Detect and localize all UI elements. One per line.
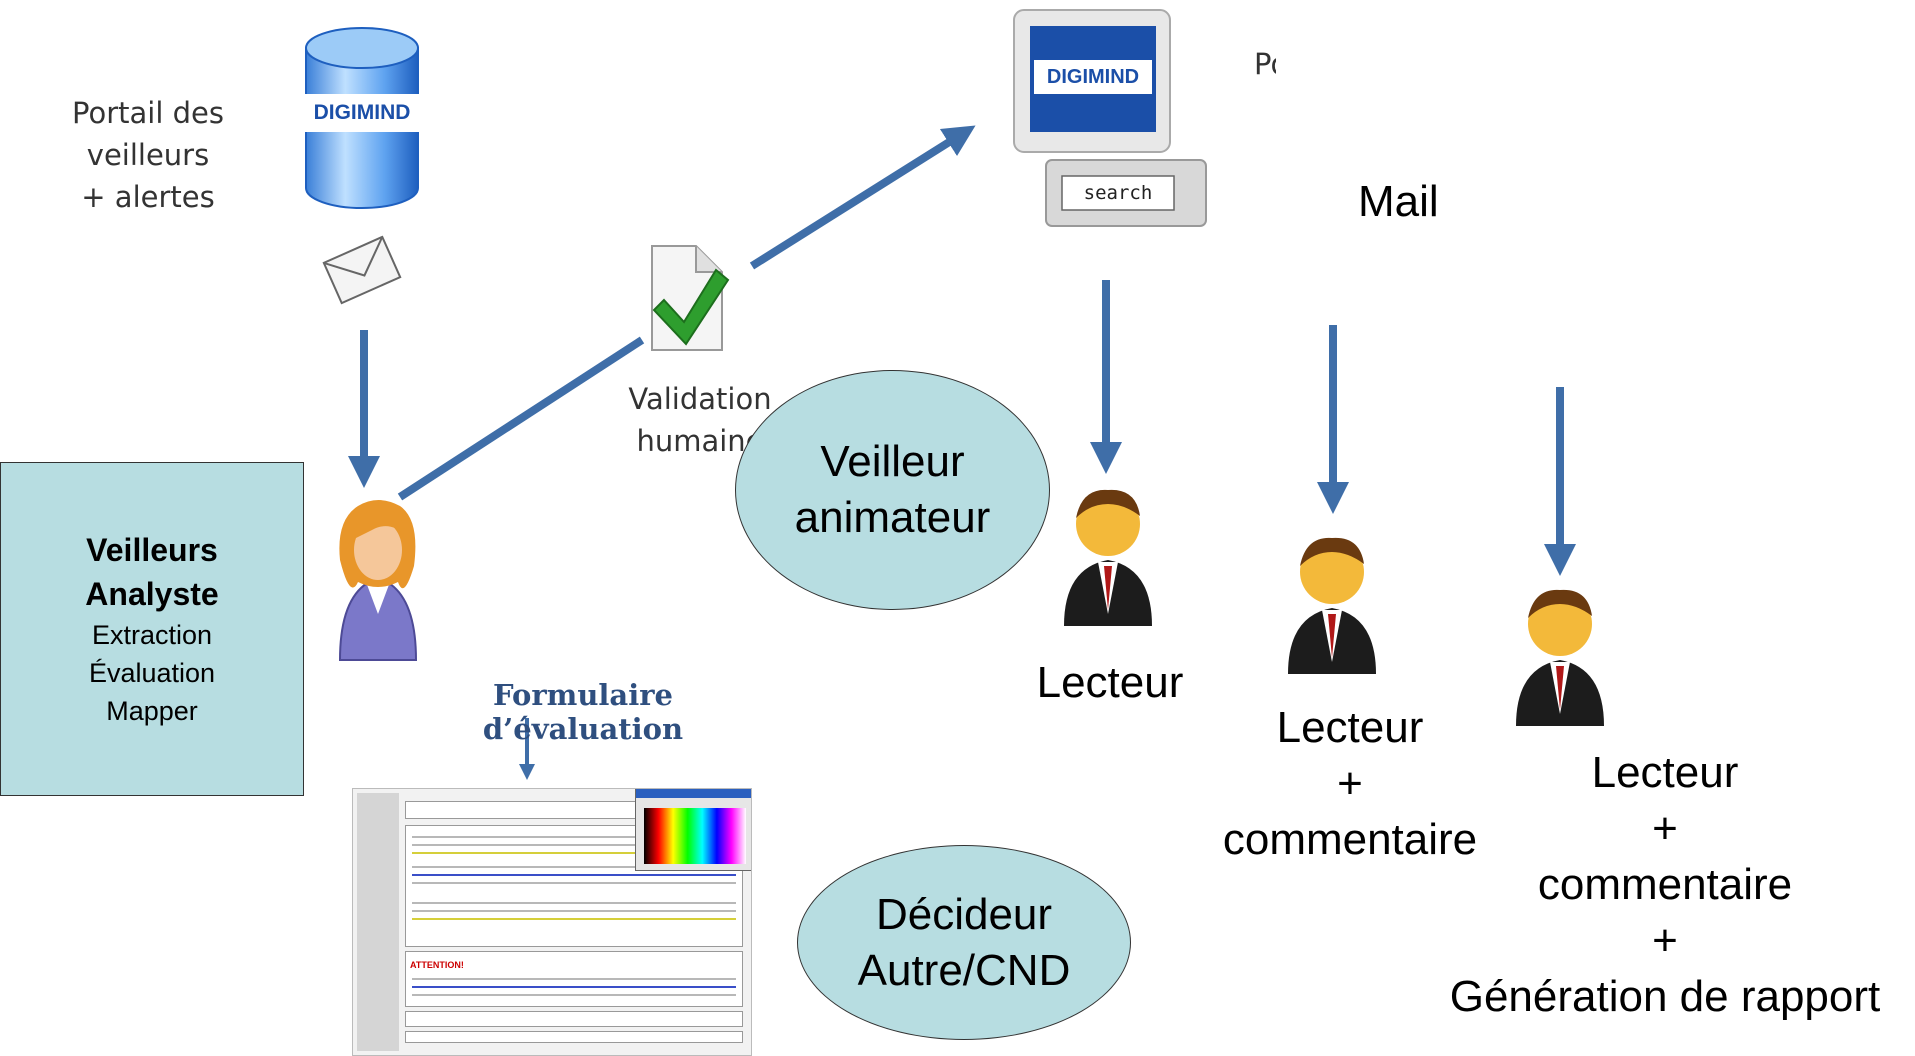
form-input-1 xyxy=(405,1011,743,1027)
form-label-column xyxy=(357,793,399,1051)
reader-1-line1: Lecteur xyxy=(1036,658,1184,707)
portal-label-line2: + alertes xyxy=(81,180,215,214)
reader-2-line2: + xyxy=(1337,759,1363,808)
reader-3-line4: + xyxy=(1652,916,1678,965)
form-title: Formulaire d’évaluation xyxy=(482,678,684,746)
veilleurs-box-title-1: Veilleurs xyxy=(86,532,218,568)
veilleur-animateur-line1: Veilleur xyxy=(820,437,965,486)
color-picker-popup xyxy=(635,789,751,871)
reader-3-line1: Lecteur xyxy=(1591,748,1739,797)
portal-label-line1: Portail des veilleurs xyxy=(72,96,224,172)
monitor-brand: DIGIMIND xyxy=(1046,66,1140,88)
decideur-line1: Décideur xyxy=(875,889,1053,939)
reader-3-label: Lecteur + commentaire + Génération de ra… xyxy=(1420,745,1910,1025)
veilleurs-box-item-1: Extraction xyxy=(91,620,213,650)
validation-label-line1: Validation xyxy=(628,382,772,416)
monitor-cut-label: Po xyxy=(1254,47,1276,81)
veilleur-animateur-node: Veilleur animateur xyxy=(735,370,1050,610)
form-text-panel xyxy=(405,825,743,947)
veilleurs-box-item-3: Mapper xyxy=(106,696,198,726)
veilleur-animateur-line2: animateur xyxy=(794,493,991,542)
reader-1-label: Lecteur xyxy=(1000,655,1220,711)
reader-2-line3: commentaire xyxy=(1222,815,1478,864)
decideur-node: Décideur Autre/CND xyxy=(797,845,1131,1040)
search-box-label: search xyxy=(1083,182,1153,204)
arrow-validation-to-monitor xyxy=(749,125,976,270)
form-attention-panel: ATTENTION! xyxy=(405,951,743,1007)
validation-label: Validation humaine xyxy=(620,378,780,462)
reader-2-line1: Lecteur xyxy=(1276,703,1424,752)
reader-3-line2: + xyxy=(1652,804,1678,853)
form-attention-text: ATTENTION! xyxy=(410,960,464,970)
form-input-2 xyxy=(405,1031,743,1043)
evaluation-form-thumbnail: ATTENTION! xyxy=(352,788,752,1056)
reader-2-label: Lecteur + commentaire xyxy=(1200,700,1500,868)
database-brand: DIGIMIND xyxy=(313,101,411,124)
reader-3-line3: commentaire xyxy=(1537,860,1793,909)
mail-label: Mail xyxy=(1358,177,1439,226)
veilleurs-box-title-2: Analyste xyxy=(85,576,219,612)
veilleurs-box-item-2: Évaluation xyxy=(88,658,216,688)
decideur-line2: Autre/CND xyxy=(857,945,1071,995)
arrow-analyst-to-validation xyxy=(397,336,645,501)
veilleurs-analyste-box: Veilleurs Analyste Extraction Évaluation… xyxy=(0,462,304,796)
reader-3-line5: Génération de rapport xyxy=(1449,972,1881,1021)
portal-label: Portail des veilleurs + alertes xyxy=(18,92,278,218)
